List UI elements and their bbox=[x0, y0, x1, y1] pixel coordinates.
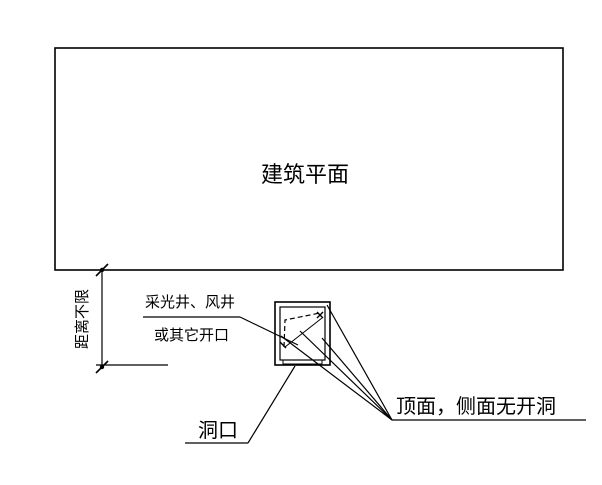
shaft-marker-right-2 bbox=[316, 311, 324, 319]
top-side-label: 顶面，侧面无开洞 bbox=[396, 394, 556, 418]
dimension-dot-bottom bbox=[99, 364, 105, 370]
opening-label: 洞口 bbox=[198, 418, 238, 442]
shaft-opening-edge bbox=[282, 359, 323, 365]
top-side-leader-1 bbox=[326, 304, 393, 421]
distance-label: 距离不限 bbox=[73, 289, 91, 349]
skylight-label-line2: 或其它开口 bbox=[154, 326, 229, 344]
top-side-leader-2 bbox=[321, 337, 393, 421]
building-plan-rect bbox=[54, 47, 564, 271]
opening-leader-line bbox=[247, 365, 296, 444]
top-side-leader-4 bbox=[280, 335, 393, 421]
shaft-marker-left bbox=[279, 341, 287, 349]
dimension-dot-top bbox=[99, 267, 105, 273]
skylight-label-line1: 采光井、风井 bbox=[145, 293, 235, 311]
top-side-leader-3 bbox=[299, 330, 393, 421]
skylight-leader-line bbox=[239, 316, 299, 346]
building-plan-label: 建筑平面 bbox=[261, 163, 349, 188]
